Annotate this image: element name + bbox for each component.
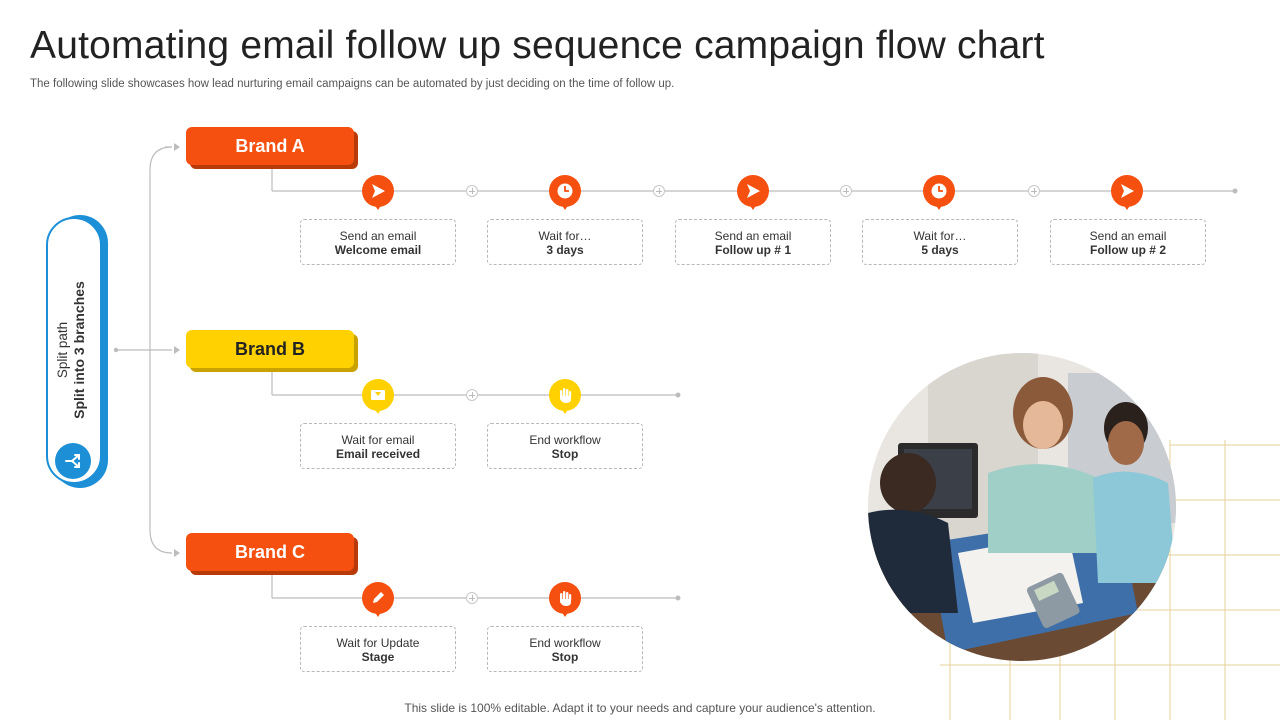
step-detail: Stop bbox=[551, 650, 579, 664]
split-path-line2: Split into 3 branches bbox=[71, 281, 87, 419]
step-box: Send an email Follow up # 1 bbox=[675, 219, 831, 265]
add-step-icon[interactable] bbox=[466, 389, 478, 401]
step-box: Send an email Welcome email bbox=[300, 219, 456, 265]
step-action: Send an email bbox=[714, 229, 792, 243]
step-action: End workflow bbox=[529, 433, 601, 447]
step-box: Send an email Follow up # 2 bbox=[1050, 219, 1206, 265]
brand-b-name: Brand B bbox=[186, 330, 354, 368]
step-action: End workflow bbox=[529, 636, 601, 650]
step-box: Wait for… 5 days bbox=[862, 219, 1018, 265]
add-step-icon[interactable] bbox=[466, 592, 478, 604]
step-detail: 5 days bbox=[921, 243, 959, 257]
split-path-node bbox=[46, 217, 102, 484]
step-detail: Welcome email bbox=[334, 243, 422, 257]
brand-c-label: Brand C bbox=[186, 533, 358, 575]
brand-a-label: Brand A bbox=[186, 127, 358, 169]
step-action: Wait for… bbox=[538, 229, 592, 243]
stop-hand-icon bbox=[549, 379, 581, 414]
brand-c-name: Brand C bbox=[186, 533, 354, 571]
send-arrow-icon bbox=[362, 175, 394, 210]
page-title: Automating email follow up sequence camp… bbox=[30, 24, 1045, 67]
step-detail: Email received bbox=[335, 447, 421, 461]
add-step-icon[interactable] bbox=[653, 185, 665, 197]
step-action: Send an email bbox=[339, 229, 417, 243]
inbox-download-icon bbox=[362, 379, 394, 414]
step-action: Wait for email bbox=[341, 433, 415, 447]
send-arrow-icon bbox=[1111, 175, 1143, 210]
step-box: Wait for… 3 days bbox=[487, 219, 643, 265]
step-detail: Follow up # 2 bbox=[1089, 243, 1166, 257]
step-box: End workflow Stop bbox=[487, 626, 643, 672]
step-detail: 3 days bbox=[546, 243, 584, 257]
step-detail: Follow up # 1 bbox=[714, 243, 791, 257]
step-action: Wait for… bbox=[913, 229, 967, 243]
step-detail: Stage bbox=[361, 650, 395, 664]
brand-b-label: Brand B bbox=[186, 330, 358, 372]
step-detail: Stop bbox=[551, 447, 579, 461]
pencil-icon bbox=[362, 582, 394, 617]
send-arrow-icon bbox=[737, 175, 769, 210]
add-step-icon[interactable] bbox=[840, 185, 852, 197]
step-action: Send an email bbox=[1089, 229, 1167, 243]
add-step-icon[interactable] bbox=[466, 185, 478, 197]
split-arrows-icon bbox=[55, 443, 91, 479]
split-path-line1: Split path bbox=[55, 321, 70, 379]
add-step-icon[interactable] bbox=[1028, 185, 1040, 197]
split-path-label: Split path Split into 3 branches bbox=[54, 220, 94, 480]
step-action: Wait for Update bbox=[336, 636, 420, 650]
step-box: End workflow Stop bbox=[487, 423, 643, 469]
clock-icon bbox=[549, 175, 581, 210]
step-box: Wait for Update Stage bbox=[300, 626, 456, 672]
clock-icon bbox=[923, 175, 955, 210]
step-box: Wait for email Email received bbox=[300, 423, 456, 469]
brand-a-name: Brand A bbox=[186, 127, 354, 165]
team-meeting-photo bbox=[868, 353, 1176, 661]
stop-hand-icon bbox=[549, 582, 581, 617]
page-subtitle: The following slide showcases how lead n… bbox=[30, 78, 675, 90]
footer-note: This slide is 100% editable. Adapt it to… bbox=[404, 701, 876, 715]
